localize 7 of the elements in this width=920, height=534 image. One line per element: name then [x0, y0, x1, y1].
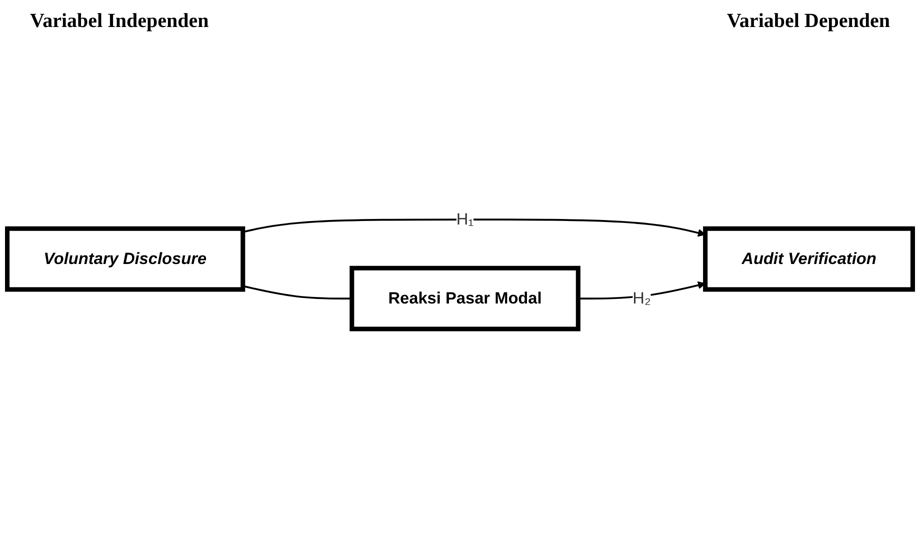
edge-label: H₁ [456, 210, 474, 228]
column-heading: Variabel Dependen [726, 10, 890, 33]
column-heading: Variabel Independen [30, 10, 209, 33]
edge-label: H₂ [632, 288, 651, 308]
node-box: Voluntary Disclosure [5, 226, 246, 292]
node-box: Reaksi Pasar Modal [350, 266, 580, 332]
node-box: Audit Verification [703, 226, 915, 292]
